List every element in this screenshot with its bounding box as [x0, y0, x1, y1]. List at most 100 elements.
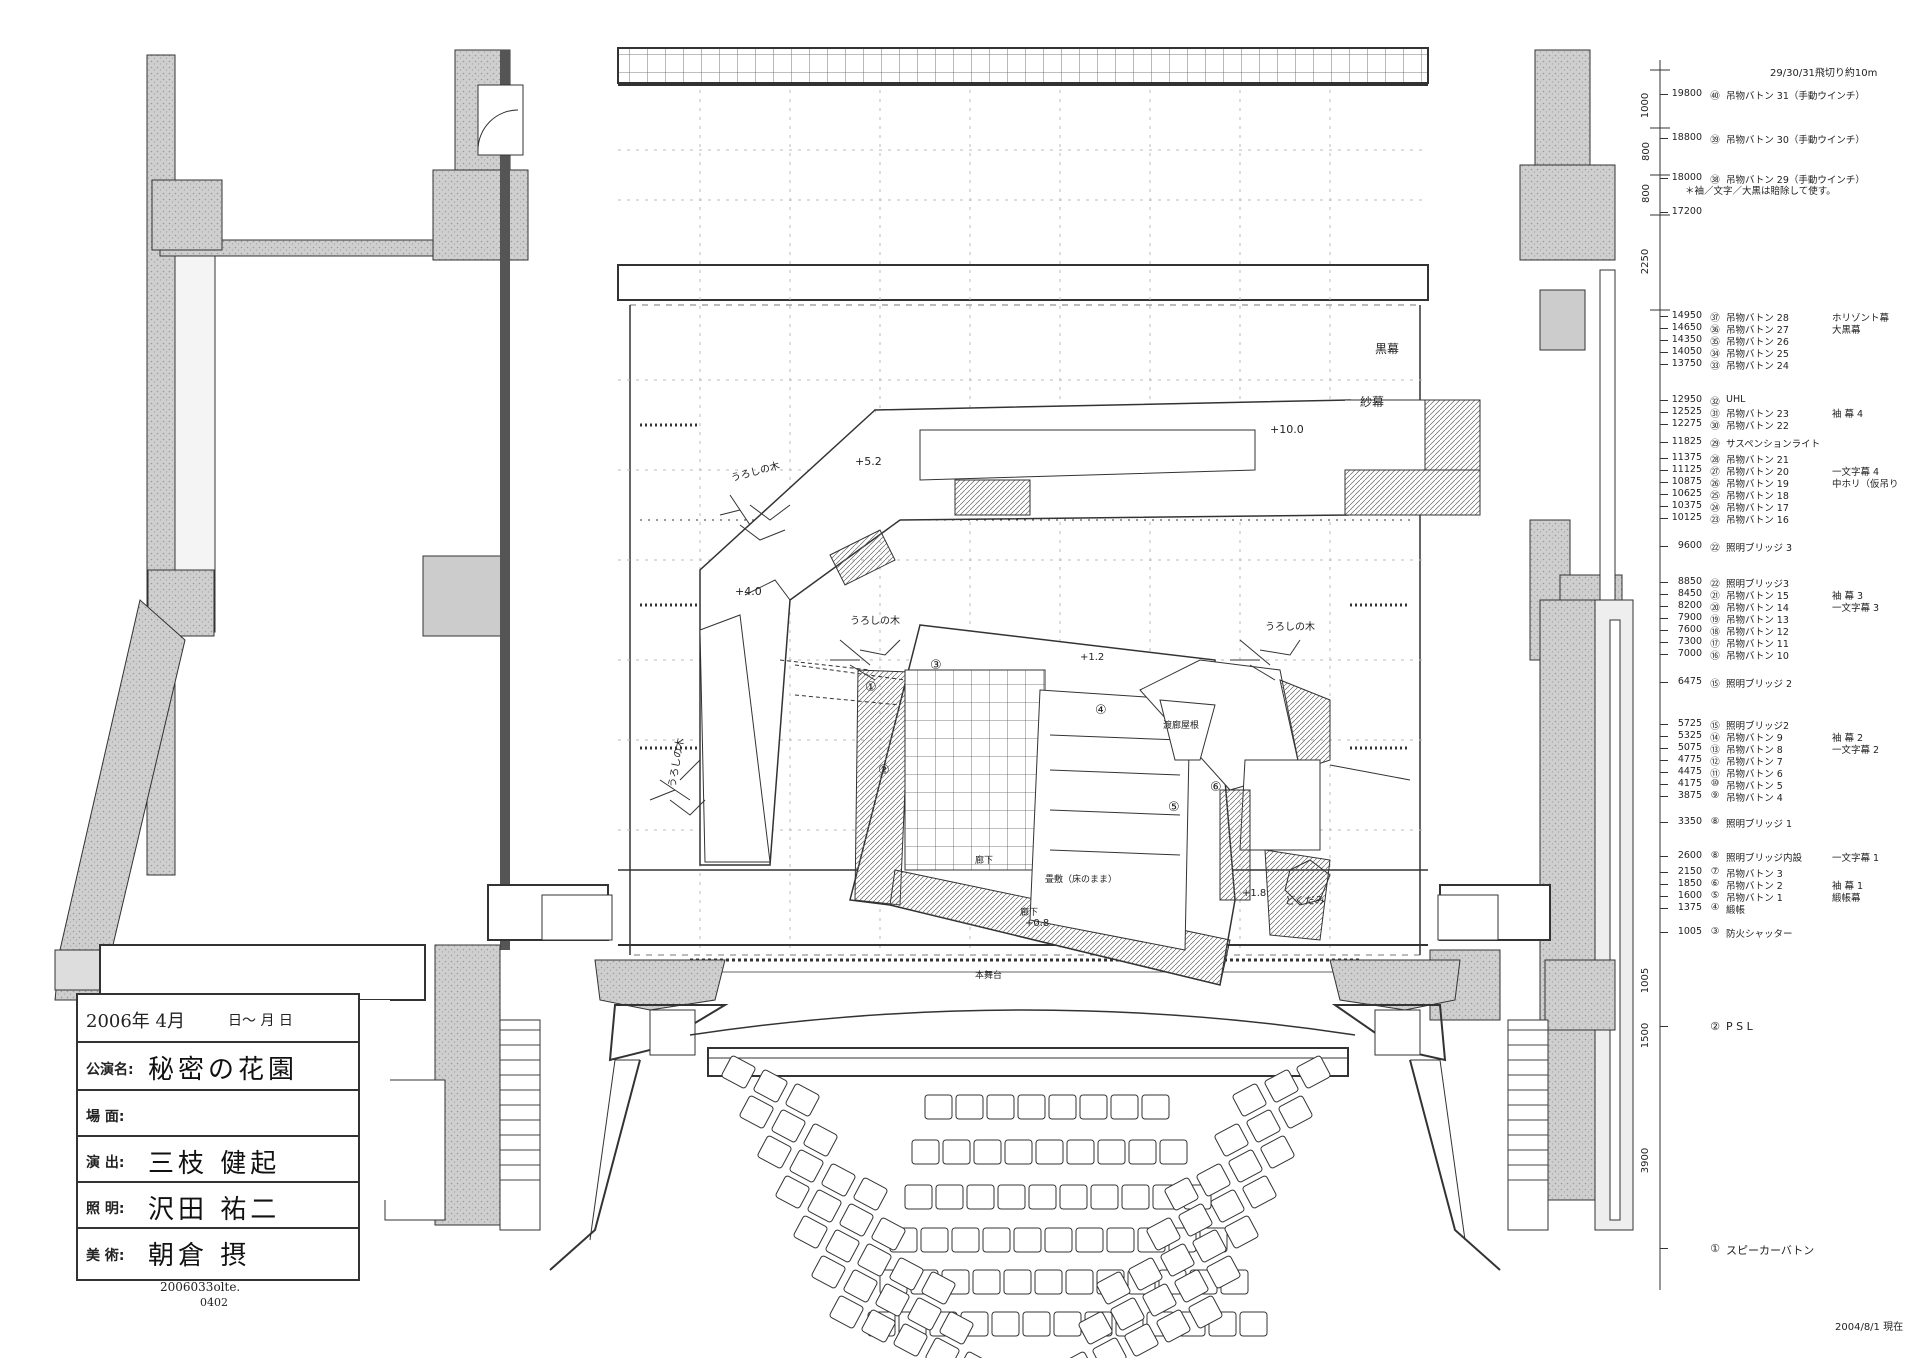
handwritten-code-2: 0402	[200, 1296, 228, 1309]
seat	[829, 1295, 864, 1329]
schedule-tick	[1660, 94, 1668, 95]
schedule-height: 14350	[1671, 334, 1702, 345]
schedule-tick	[1660, 518, 1668, 519]
schedule-name: 吊物バトン 5	[1726, 781, 1783, 792]
schedule-number: ⑱	[1710, 627, 1720, 638]
seat	[973, 1139, 1002, 1165]
schedule-number: ㉘	[1710, 455, 1720, 466]
seat	[1239, 1311, 1268, 1337]
schedule-name: 吊物バトン 21	[1726, 455, 1789, 466]
seat	[1128, 1257, 1163, 1291]
schedule-tick	[1660, 506, 1668, 507]
seat	[1004, 1139, 1033, 1165]
title-row-director: 演 出: 三枝 健起	[78, 1137, 358, 1183]
seat	[1066, 1139, 1095, 1165]
schedule-number: ⑥	[1710, 878, 1720, 889]
audience-seating	[721, 1055, 1331, 1358]
seat	[1106, 1227, 1135, 1253]
schedule-height: 1375	[1677, 902, 1702, 913]
schedule-name: 緞帳	[1726, 905, 1746, 916]
seat	[1044, 1227, 1073, 1253]
schedule-number: ㉞	[1710, 349, 1720, 360]
schedule-name: 吊物バトン 4	[1726, 793, 1783, 804]
schedule-name: 吊物バトン 31（手動ウインチ）	[1726, 91, 1865, 102]
schedule-number: ⑧	[1710, 816, 1720, 827]
schedule-name: 照明ブリッジ2	[1726, 721, 1790, 732]
schedule-number: ⑫	[1710, 757, 1720, 768]
schedule-tick	[1660, 352, 1668, 353]
schedule-height: 13750	[1671, 358, 1702, 369]
seat	[942, 1139, 971, 1165]
tree-sketches	[649, 494, 1331, 906]
schedule-number: ⑮	[1710, 721, 1720, 732]
schedule-height: 10375	[1671, 500, 1702, 511]
schedule-tick	[1660, 884, 1668, 885]
schedule-tick	[1660, 178, 1668, 179]
schedule-number: ①	[1710, 1242, 1720, 1255]
seat	[907, 1297, 942, 1331]
schedule-tick	[1660, 748, 1668, 749]
schedule-height: 6475	[1677, 676, 1702, 687]
schedule-tick	[1660, 796, 1668, 797]
schedule-height: 2150	[1677, 866, 1702, 877]
seat	[924, 1094, 953, 1120]
seat	[1121, 1184, 1150, 1210]
schedule-note: 一文字幕 4	[1832, 467, 1880, 478]
title-date-suffix: 日～ 月 日	[228, 1013, 293, 1029]
schedule-tick	[1660, 760, 1668, 761]
design-value: 朝倉 摂	[148, 1241, 251, 1271]
seat	[721, 1055, 756, 1089]
seat	[739, 1095, 774, 1129]
schedule-number: ㉒	[1710, 579, 1720, 590]
schedule-number: ㊱	[1710, 325, 1720, 336]
schedule-name: 吊物バトン 25	[1726, 349, 1789, 360]
schedule-tick	[1660, 582, 1668, 583]
schedule-name: 吊物バトン 14	[1726, 603, 1789, 614]
schedule-height: 4775	[1677, 754, 1702, 765]
tatami-label: 畳敷（床のまま）	[1045, 875, 1118, 885]
schedule-number: ⑲	[1710, 615, 1720, 626]
schedule-name: 吊物バトン 28	[1726, 313, 1789, 324]
dokuda-label: どくだみ	[1285, 896, 1325, 907]
schedule-note: 袖 幕 2	[1832, 733, 1864, 744]
level-12: +1.2	[1080, 652, 1105, 663]
schedule-name: 吊物バトン 9	[1726, 733, 1783, 744]
level-18: +1.8	[1242, 888, 1267, 899]
schedule-height: 9600	[1677, 540, 1702, 551]
seat	[803, 1123, 838, 1157]
level-08: +0.8	[1025, 918, 1050, 929]
schedule-height: 8850	[1677, 576, 1702, 587]
seat	[1210, 1189, 1245, 1223]
schedule-height: 8450	[1677, 588, 1702, 599]
dim-2250: 2250	[1640, 248, 1652, 275]
schedule-number: ㉖	[1710, 479, 1720, 490]
seat	[1003, 1269, 1032, 1295]
tree-label-3: うろしの木	[1265, 622, 1315, 633]
schedule-note: 大黒幕	[1832, 325, 1861, 336]
schedule-number: ㉟	[1710, 337, 1720, 348]
schedule-height: 18000	[1671, 172, 1702, 183]
schedule-height: 12950	[1671, 394, 1702, 405]
schedule-number: ⑨	[1710, 790, 1720, 801]
schedule-number: ㉓	[1710, 515, 1720, 526]
schedule-number: ⑤	[1710, 890, 1720, 901]
schedule-tick	[1660, 822, 1668, 823]
schedule-name: 吊物バトン 16	[1726, 515, 1789, 526]
schedule-note: ホリゾント幕	[1832, 313, 1890, 324]
schedule-name: 吊物バトン 6	[1726, 769, 1783, 780]
tsuke-note: ＊袖／文字／大黒は賠除して使す。	[1685, 186, 1836, 197]
schedule-tick	[1660, 1026, 1668, 1027]
seat	[1192, 1229, 1227, 1263]
schedule-tick	[1660, 724, 1668, 725]
schedule-number: ㊵	[1710, 91, 1720, 102]
schedule-name: 吊物バトン 26	[1726, 337, 1789, 348]
seat	[753, 1069, 788, 1103]
seat	[1034, 1269, 1063, 1295]
schedule-height: 2600	[1677, 850, 1702, 861]
seat	[1053, 1311, 1082, 1337]
engawa-label: 廊下	[975, 856, 994, 866]
seat	[920, 1227, 949, 1253]
seat	[955, 1094, 984, 1120]
schedule-tick	[1660, 442, 1668, 443]
